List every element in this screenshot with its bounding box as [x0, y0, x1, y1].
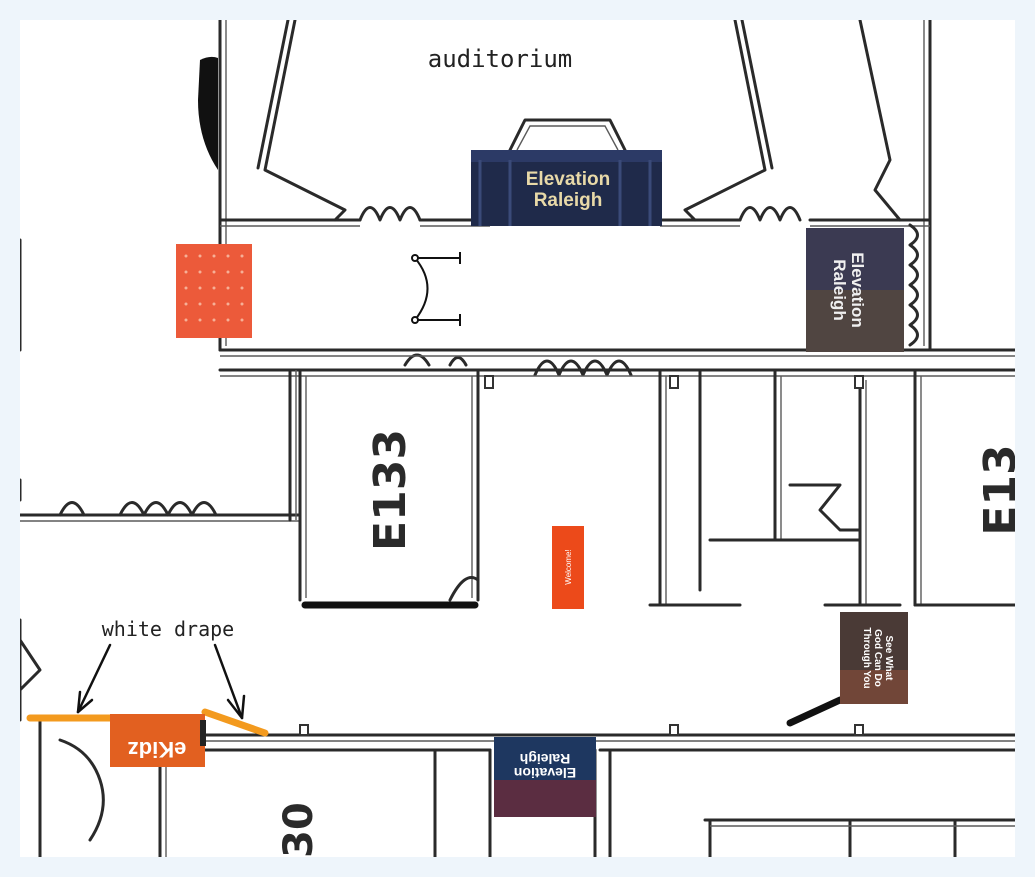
- welcome-banner-text: Welcome!: [564, 549, 573, 584]
- god-can-do-line1: See What: [883, 635, 894, 681]
- elevation-tv-line2: Raleigh: [830, 259, 849, 320]
- black-bar-right: [786, 696, 844, 727]
- drape-right: [201, 708, 269, 737]
- black-accent: [198, 56, 218, 170]
- god-can-do-sign: See What God Can Do Through You: [840, 612, 908, 704]
- ekidz-sign: eKidz: [110, 714, 206, 767]
- auditorium-walls: [218, 20, 932, 352]
- god-can-do-line2: God Can Do: [872, 629, 883, 687]
- room-30-label: 30: [276, 802, 322, 857]
- door-swings: [358, 206, 919, 377]
- stage-banner-line1: Elevation: [526, 169, 610, 190]
- floor-plan-drawing: auditorium white drape E133 E13 30 Eleva…: [20, 20, 1015, 857]
- elevation-bottom-sign: Elevation Raleigh: [494, 737, 596, 817]
- stage-banner-line2: Raleigh: [534, 190, 603, 211]
- middle-room-walls: [648, 368, 1015, 607]
- drape-arrows: [76, 643, 246, 720]
- white-drape-label: white drape: [102, 617, 234, 641]
- floor-plan-canvas: auditorium white drape E133 E13 30 Eleva…: [20, 20, 1015, 857]
- ekidz-text: eKidz: [128, 737, 187, 762]
- door-markers: [299, 375, 864, 736]
- elevation-bottom-line2: Raleigh: [520, 751, 571, 767]
- welcome-banner-sign: Welcome!: [552, 526, 584, 609]
- elevation-tv-line1: Elevation: [848, 252, 867, 328]
- left-walls: [20, 238, 105, 857]
- room-e133-walls: [288, 368, 480, 602]
- elevation-tv-sign: Elevation Raleigh: [806, 228, 904, 352]
- stage-banner-sign: Elevation Raleigh: [471, 150, 662, 226]
- door-symbol: [411, 252, 461, 326]
- elevation-bottom-line1: Elevation: [514, 765, 576, 781]
- room-e13-label: E13: [975, 444, 1015, 535]
- god-can-do-line3: Through You: [861, 627, 872, 688]
- orange-pattern-sign: [176, 244, 252, 338]
- room-e133-label: E133: [365, 429, 416, 551]
- auditorium-label: auditorium: [428, 45, 573, 73]
